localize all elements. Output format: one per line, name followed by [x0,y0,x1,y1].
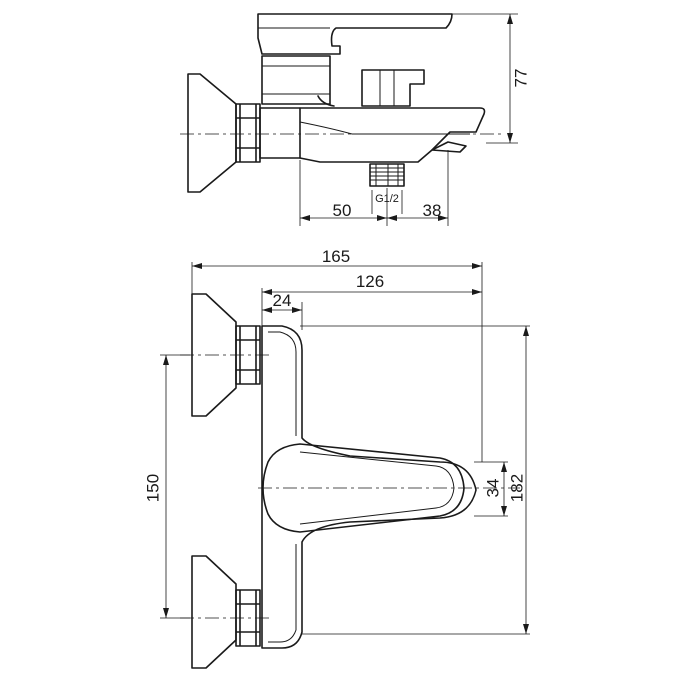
dim-182: 182 [507,474,526,502]
dim-34: 34 [483,479,502,498]
diverter-knob [361,69,425,107]
outlet-thread [369,163,405,187]
dim-50: 50 [333,201,352,220]
hex-nut-lower [235,589,261,647]
dim-165: 165 [322,247,350,266]
wall-flange-top [187,73,237,193]
handle-lever-top [257,13,453,55]
hex-nut-upper [235,325,261,385]
front-view: 165 126 24 182 34 150 [143,247,530,669]
dim-150: 150 [143,474,162,502]
mixer-body-front [261,325,477,649]
dim-126: 126 [356,272,384,291]
wall-flange-lower [191,555,237,669]
dim-38: 38 [423,201,442,220]
handle-front [262,443,465,533]
thread-label: G1/2 [375,193,399,205]
top-view: 77 50 38 G1/2 [180,13,530,226]
dim-77: 77 [511,69,530,88]
wall-flange-upper [191,293,237,417]
spout-top [299,107,486,163]
cartridge-housing [261,55,331,105]
mixer-body-top [259,107,301,159]
hex-nut-top [235,103,261,163]
dim-24: 24 [273,291,292,310]
aerator [431,141,467,153]
